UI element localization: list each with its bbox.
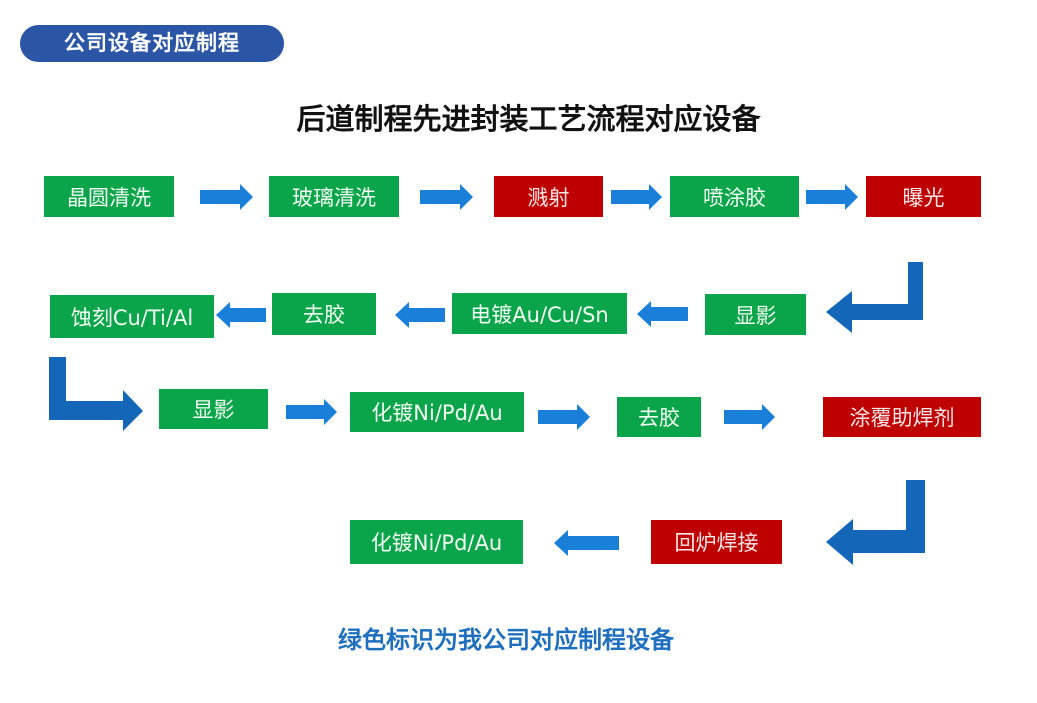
step-flux-coating: 涂覆助焊剂 [823, 397, 981, 437]
elbow-arrow-icon [826, 480, 925, 565]
arrow-left-icon [554, 530, 619, 556]
step-reflow-soldering: 回炉焊接 [651, 520, 782, 564]
arrow-left-icon [216, 302, 266, 328]
step-sputtering: 溅射 [494, 176, 603, 217]
step-glass-cleaning: 玻璃清洗 [269, 176, 399, 217]
step-etching: 蚀刻Cu/Ti/Al [50, 295, 214, 338]
step-electroless-plating-1: 化镀Ni/Pd/Au [350, 392, 524, 432]
arrow-left-icon [395, 302, 445, 328]
arrow-right-icon [724, 404, 775, 430]
step-development-1: 显影 [705, 294, 806, 335]
step-exposure: 曝光 [866, 176, 981, 217]
step-photoresist-strip-2: 去胶 [617, 397, 701, 437]
step-development-2: 显影 [159, 389, 268, 429]
arrow-right-icon [806, 184, 858, 210]
section-badge: 公司设备对应制程 [20, 25, 284, 62]
elbow-arrow-icon [49, 357, 143, 431]
legend-note: 绿色标识为我公司对应制程设备 [338, 626, 674, 654]
step-electroplating: 电镀Au/Cu/Sn [452, 293, 627, 334]
arrow-right-icon [286, 399, 337, 425]
step-wafer-cleaning: 晶圆清洗 [44, 176, 174, 217]
step-photoresist-strip-1: 去胶 [272, 293, 376, 335]
diagram-title: 后道制程先进封装工艺流程对应设备 [296, 102, 761, 136]
step-electroless-plating-2: 化镀Ni/Pd/Au [350, 520, 523, 564]
arrow-right-icon [611, 184, 662, 210]
arrow-right-icon [200, 184, 253, 210]
arrow-left-icon [637, 301, 688, 327]
arrow-right-icon [420, 184, 473, 210]
arrow-right-icon [538, 404, 590, 430]
step-spray-coating: 喷涂胶 [670, 176, 799, 217]
elbow-arrow-icon [826, 262, 923, 333]
